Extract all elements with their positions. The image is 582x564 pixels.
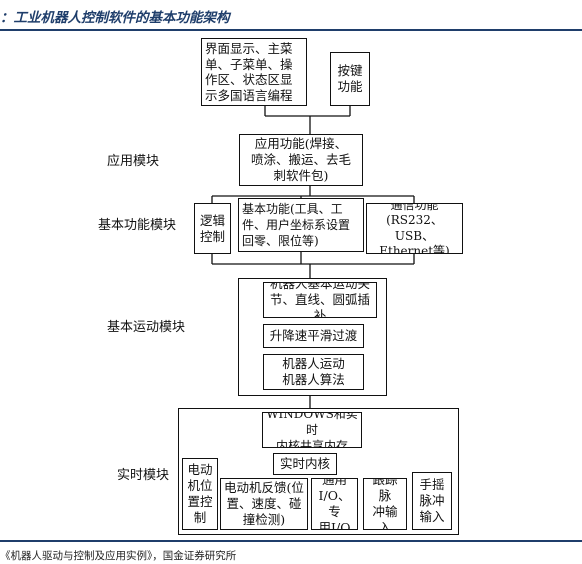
basic-motion-box: 机器人基本运动关 节、直线、圆弧插补 (263, 282, 377, 318)
app-function-box: 应用功能(焊接、 喷涂、搬运、去毛 刺软件包) (239, 134, 363, 186)
accel-smoothing-box: 升降速平滑过渡 (263, 324, 364, 348)
windows-shared-memory-box: WINDOWS和实时 内核共享内存 (262, 412, 362, 448)
source-note: 《机器人驱动与控制及应用实例》，国金证券研究所 (0, 550, 237, 562)
motion-module-group (238, 278, 387, 396)
layer-label-realtime: 实时模块 (117, 468, 170, 483)
motor-feedback-box: 电动机反馈(位 置、速度、碰 撞检测) (220, 478, 308, 530)
motor-position-box: 电动 机位 置控 制 (182, 458, 218, 530)
key-function-box: 按键 功能 (330, 52, 370, 106)
realtime-kernel-box: 实时内核 (273, 453, 337, 475)
figure-title: ：工业机器人控制软件的基本功能架构 (0, 10, 230, 26)
source-rule (0, 540, 582, 542)
layer-label-app: 应用模块 (107, 154, 160, 169)
tracking-pulse-box: 跟踪脉 冲输入 (363, 478, 407, 530)
title-rule (0, 29, 582, 31)
handwheel-pulse-box: 手摇 脉冲 输入 (412, 472, 452, 530)
realtime-module-group (178, 408, 459, 535)
basic-function-box: 基本功能(工具、工 件、用户坐标系设置 回零、限位等) (238, 198, 364, 252)
io-box: 通用 I/O、专 用I/O (311, 478, 358, 530)
ui-display-box: 界面显示、主菜 单、子菜单、操 作区、状态区显 示多国语言编程 (201, 38, 307, 106)
communication-box: 通信功能 (RS232、USB、 Ethernet等) (366, 203, 463, 254)
logic-control-box: 逻辑 控制 (194, 203, 231, 254)
layer-label-basic: 基本功能模块 (98, 218, 177, 233)
robot-algorithm-box: 机器人运动 机器人算法 (263, 354, 364, 390)
layer-label-motion: 基本运动模块 (107, 320, 186, 335)
